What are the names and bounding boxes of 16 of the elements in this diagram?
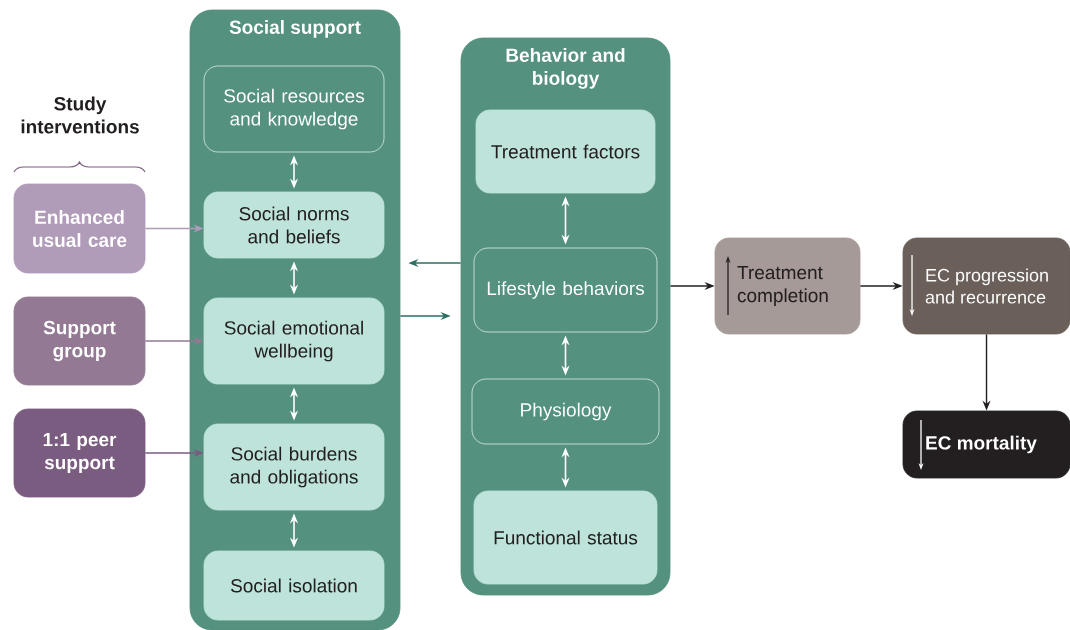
concept-box: Social norms and beliefs xyxy=(203,191,385,259)
intervention-box: 1:1 peer support xyxy=(13,408,146,498)
concept-box: Physiology xyxy=(471,378,660,445)
concept-box: Lifestyle behaviors xyxy=(473,247,658,333)
concept-box: Social burdens and obligations xyxy=(203,423,385,511)
concept-box: Social emotional wellbeing xyxy=(203,297,385,385)
intervention-box: Enhanced usual care xyxy=(13,183,146,274)
outcome-box: EC mortality xyxy=(902,410,1070,479)
concept-box: Social isolation xyxy=(203,550,385,621)
outcome-box: EC progression and recurrence xyxy=(902,237,1070,335)
concept-box: Treatment factors xyxy=(475,109,656,194)
section-heading: Study interventions xyxy=(21,96,139,134)
intervention-box: Support group xyxy=(13,296,146,386)
concept-box: Functional status xyxy=(473,490,658,585)
outcome-box: Treatment completion xyxy=(714,237,861,335)
concept-box: Social resources and knowledge xyxy=(203,65,385,153)
